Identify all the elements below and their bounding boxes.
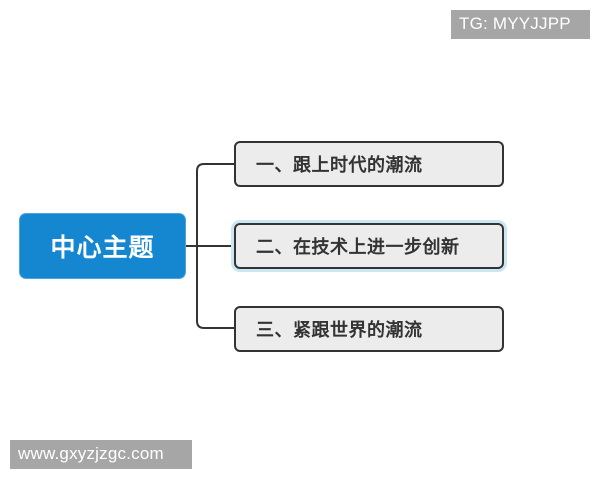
connector-trunk [196,163,234,329]
central-topic-node[interactable]: 中心主题 [20,214,185,278]
branch-node-3[interactable]: 三、紧跟世界的潮流 [234,306,504,352]
branch-label: 一、跟上时代的潮流 [256,155,423,176]
branch-node-1[interactable]: 一、跟上时代的潮流 [234,141,504,187]
watermark-bottom-left: www.gxyzjzgc.com [10,440,192,469]
branch-node-2-selected[interactable]: 二、在技术上进一步创新 [234,223,504,269]
central-topic-label: 中心主题 [50,233,155,262]
watermark-top-right: TG: MYYJJPP [451,10,590,39]
branch-label: 二、在技术上进一步创新 [256,237,460,258]
branch-label: 三、紧跟世界的潮流 [256,320,423,341]
